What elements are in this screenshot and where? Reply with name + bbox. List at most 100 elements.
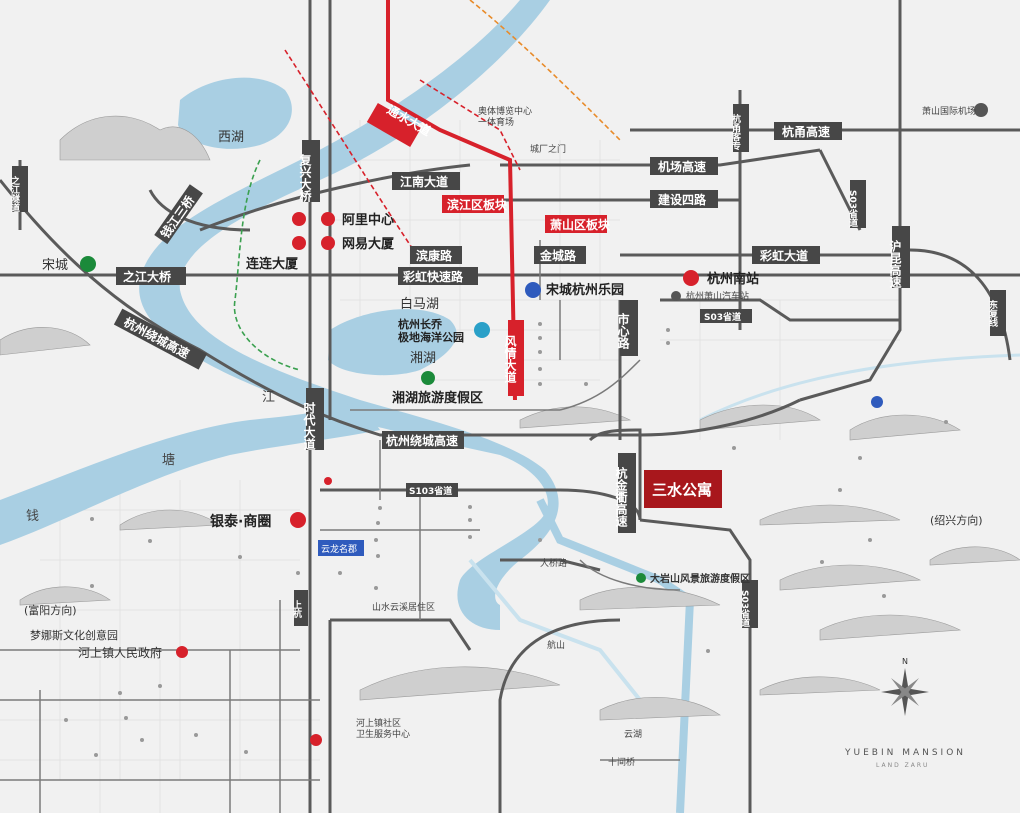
stream-south	[468, 558, 642, 702]
hangyong-v-text: 杭甬客专	[730, 113, 742, 151]
zhijiang-road-label: 之江隧道	[9, 166, 28, 213]
binkang-label: 滨康路	[410, 246, 462, 264]
rail-station-icon	[683, 270, 699, 286]
metro-end-icon	[310, 734, 322, 746]
metro-lines	[233, 0, 621, 371]
fuxing-bridge-text: 复兴大桥	[298, 153, 312, 203]
minor-poi-dots	[64, 322, 948, 757]
yunqi-text: 云龙名郡	[321, 543, 357, 555]
binjiang-block-tag: 滨江区板块	[442, 195, 508, 213]
s03-mid-label: S03省道	[700, 309, 752, 323]
airport-icon	[974, 103, 988, 117]
zhijiang-bridge-label: 之江大桥	[116, 267, 186, 285]
fuyang-dir-text: (富阳方向)	[24, 603, 77, 617]
shidai-label: 时代大道	[302, 388, 324, 451]
shidai-text: 时代大道	[302, 401, 316, 451]
baimahu-text: 白马湖	[400, 296, 439, 312]
place-labels: 西湖 阿里中心 网易大厦 连连大厦 宋城 宋城杭州乐园 白马湖 杭州长乔极地海洋…	[24, 105, 983, 768]
s103-text: S103省道	[409, 485, 452, 497]
dongfu-label: 东复线	[987, 290, 1006, 336]
songcheng-icon	[80, 256, 96, 272]
canal-east	[699, 353, 1020, 422]
property-marker[interactable]: 三水公寓	[644, 470, 722, 508]
jincheng-text: 金城路	[539, 248, 577, 263]
binjiang-block-text: 滨江区板块	[447, 197, 508, 212]
shiqiao-text: 十间桥	[608, 756, 635, 768]
canal	[536, 498, 695, 813]
dongfu-text: 东复线	[987, 299, 999, 328]
mountain-hills	[0, 115, 1020, 721]
s03-mid-text: S03省道	[704, 311, 741, 323]
tang-text: 塘	[162, 452, 175, 468]
dolphin-icon	[474, 322, 490, 338]
hangzhou-ring-s-text: 杭州绕城高速	[386, 433, 458, 448]
xianghu-resort-text: 湘湖旅游度假区	[392, 390, 483, 406]
fengqing-metro-line	[386, 0, 517, 401]
xihu-text: 西湖	[218, 130, 244, 145]
daiyanshan-text: 大岩山风景旅游度假区	[650, 572, 750, 585]
jiangnan-label: 江南大道	[392, 172, 460, 190]
hangyong-label: 杭甬高速	[774, 122, 842, 140]
poi-icons	[80, 103, 988, 746]
yunhu-text: 云湖	[624, 729, 642, 740]
s03-vertical-label: S03省道	[739, 580, 758, 628]
shanshui-text: 山水云溪居住区	[372, 601, 435, 613]
shaoxing-dir-text: (绍兴方向)	[930, 513, 983, 527]
scenic-icon	[636, 573, 646, 583]
yunqi-tag: 云龙名郡	[318, 540, 364, 556]
alibaba-text: 阿里中心	[342, 212, 394, 228]
fengqing-label: 风情大道	[503, 320, 524, 396]
building-icon	[292, 236, 306, 250]
netease-logo-icon	[321, 236, 335, 250]
xihu-lake	[178, 77, 292, 149]
xianghu-text: 湘湖	[410, 351, 436, 366]
caihong-text: 彩虹大道	[759, 248, 808, 263]
caihong-express-label: 彩虹快速路	[398, 267, 478, 285]
jianshe-text: 建设四路	[657, 192, 707, 207]
s03-vertical-text: S03省道	[739, 590, 751, 628]
songcheng-park-text: 宋城杭州乐园	[545, 282, 624, 298]
binkang-text: 滨康路	[416, 248, 453, 263]
shopping-icon	[290, 512, 306, 528]
daqiao-text: 大桥路	[540, 557, 567, 569]
hangyong-v-label: 杭甬客专	[730, 104, 749, 152]
haiyang-text: 杭州长乔极地海洋公园	[398, 317, 464, 344]
hangzhou-ring-s-label: 杭州绕城高速	[382, 431, 464, 449]
yintai-text: 银泰·商圈	[210, 513, 271, 530]
xiaoshan-block-text: 萧山区板块	[550, 217, 611, 232]
brand-en: YUEBIN MANSION	[844, 748, 966, 758]
park-icon	[871, 396, 883, 408]
fuxing-bridge-label: 复兴大桥	[298, 140, 320, 203]
shanshan-text: 上杭	[291, 599, 302, 619]
netease-text: 网易大厦	[342, 236, 395, 252]
resort-icon	[421, 371, 435, 385]
hospital-text: 河上镇社区卫生服务中心	[356, 717, 410, 740]
zhijiang-road-text: 之江隧道	[9, 175, 20, 213]
zhijiang-bridge-text: 之江大桥	[123, 269, 172, 284]
s103-label: S103省道	[406, 483, 458, 497]
s03-right-label: S03省道	[847, 180, 866, 228]
heshang-gov-text: 河上镇人民政府	[78, 645, 162, 660]
hangzhou-south-text: 杭州南站	[707, 271, 759, 287]
xiaoshan-block-tag: 萧山区板块	[545, 215, 611, 233]
dreamland-text: 梦娜斯文化创意园	[30, 628, 118, 642]
jiangnan-text: 江南大道	[400, 174, 448, 189]
lianlian-text: 连连大厦	[246, 256, 299, 272]
bus-icon	[671, 291, 681, 301]
government-star-icon	[176, 646, 188, 658]
caihong-express-text: 彩虹快速路	[402, 269, 464, 284]
s03-right-text: S03省道	[847, 190, 859, 228]
jincheng-label: 金城路	[534, 246, 586, 264]
qian-text: 钱	[26, 509, 39, 524]
xiaoshan-bus-text: 杭州萧山汽车站	[686, 290, 749, 302]
landmark-star-icon	[324, 477, 332, 485]
caihong-label: 彩虹大道	[752, 246, 820, 264]
jianshe-label: 建设四路	[650, 190, 718, 208]
songcheng-park-icon	[525, 282, 541, 298]
jiang-text: 江	[262, 390, 275, 405]
aolympics-text: 奥体博览中心一体育场	[478, 105, 532, 128]
property-title: 三水公寓	[652, 481, 712, 499]
xiaoshan-airport-text: 萧山国际机场	[922, 105, 976, 117]
compass-rose: N	[881, 657, 929, 716]
